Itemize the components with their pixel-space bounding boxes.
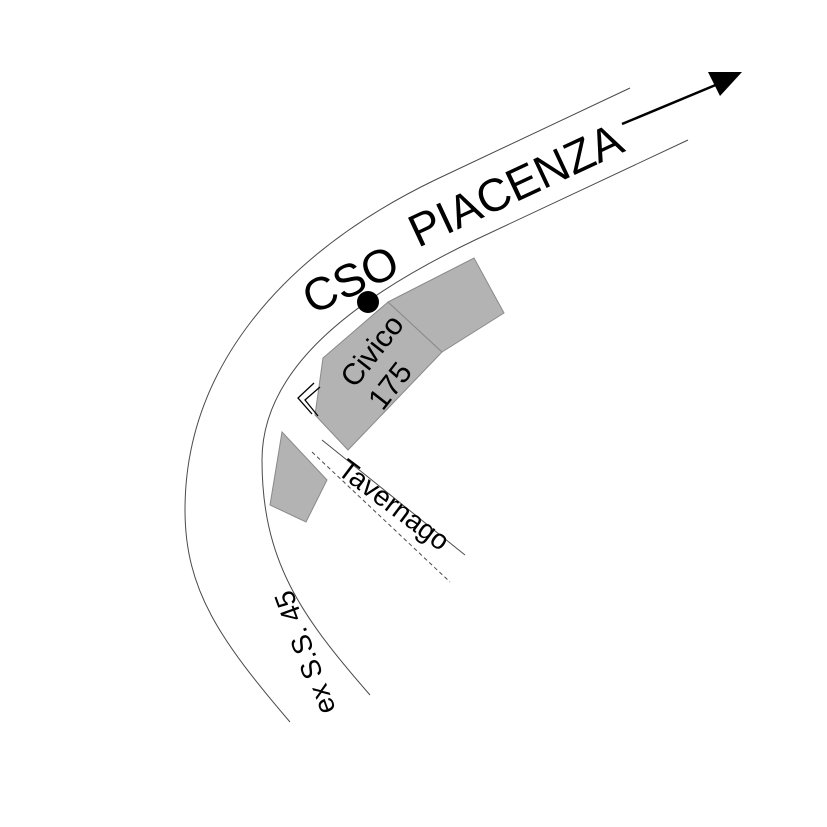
road-inner-edge xyxy=(261,139,689,696)
side-street-label: Tavernago xyxy=(332,453,455,556)
location-marker-icon xyxy=(357,291,379,313)
side-street-edge-dashed xyxy=(311,451,451,583)
direction-arrow-icon xyxy=(621,72,742,126)
main-street-name-label: PIACENZA xyxy=(400,113,631,257)
side-street-edge-solid xyxy=(321,439,466,556)
road-outer-edge xyxy=(184,87,631,723)
state-road-label: ex S.S. 45 xyxy=(268,587,341,719)
building-south xyxy=(269,430,328,523)
entrance-symbol-icon xyxy=(297,382,321,417)
building-adjacent xyxy=(387,257,505,353)
